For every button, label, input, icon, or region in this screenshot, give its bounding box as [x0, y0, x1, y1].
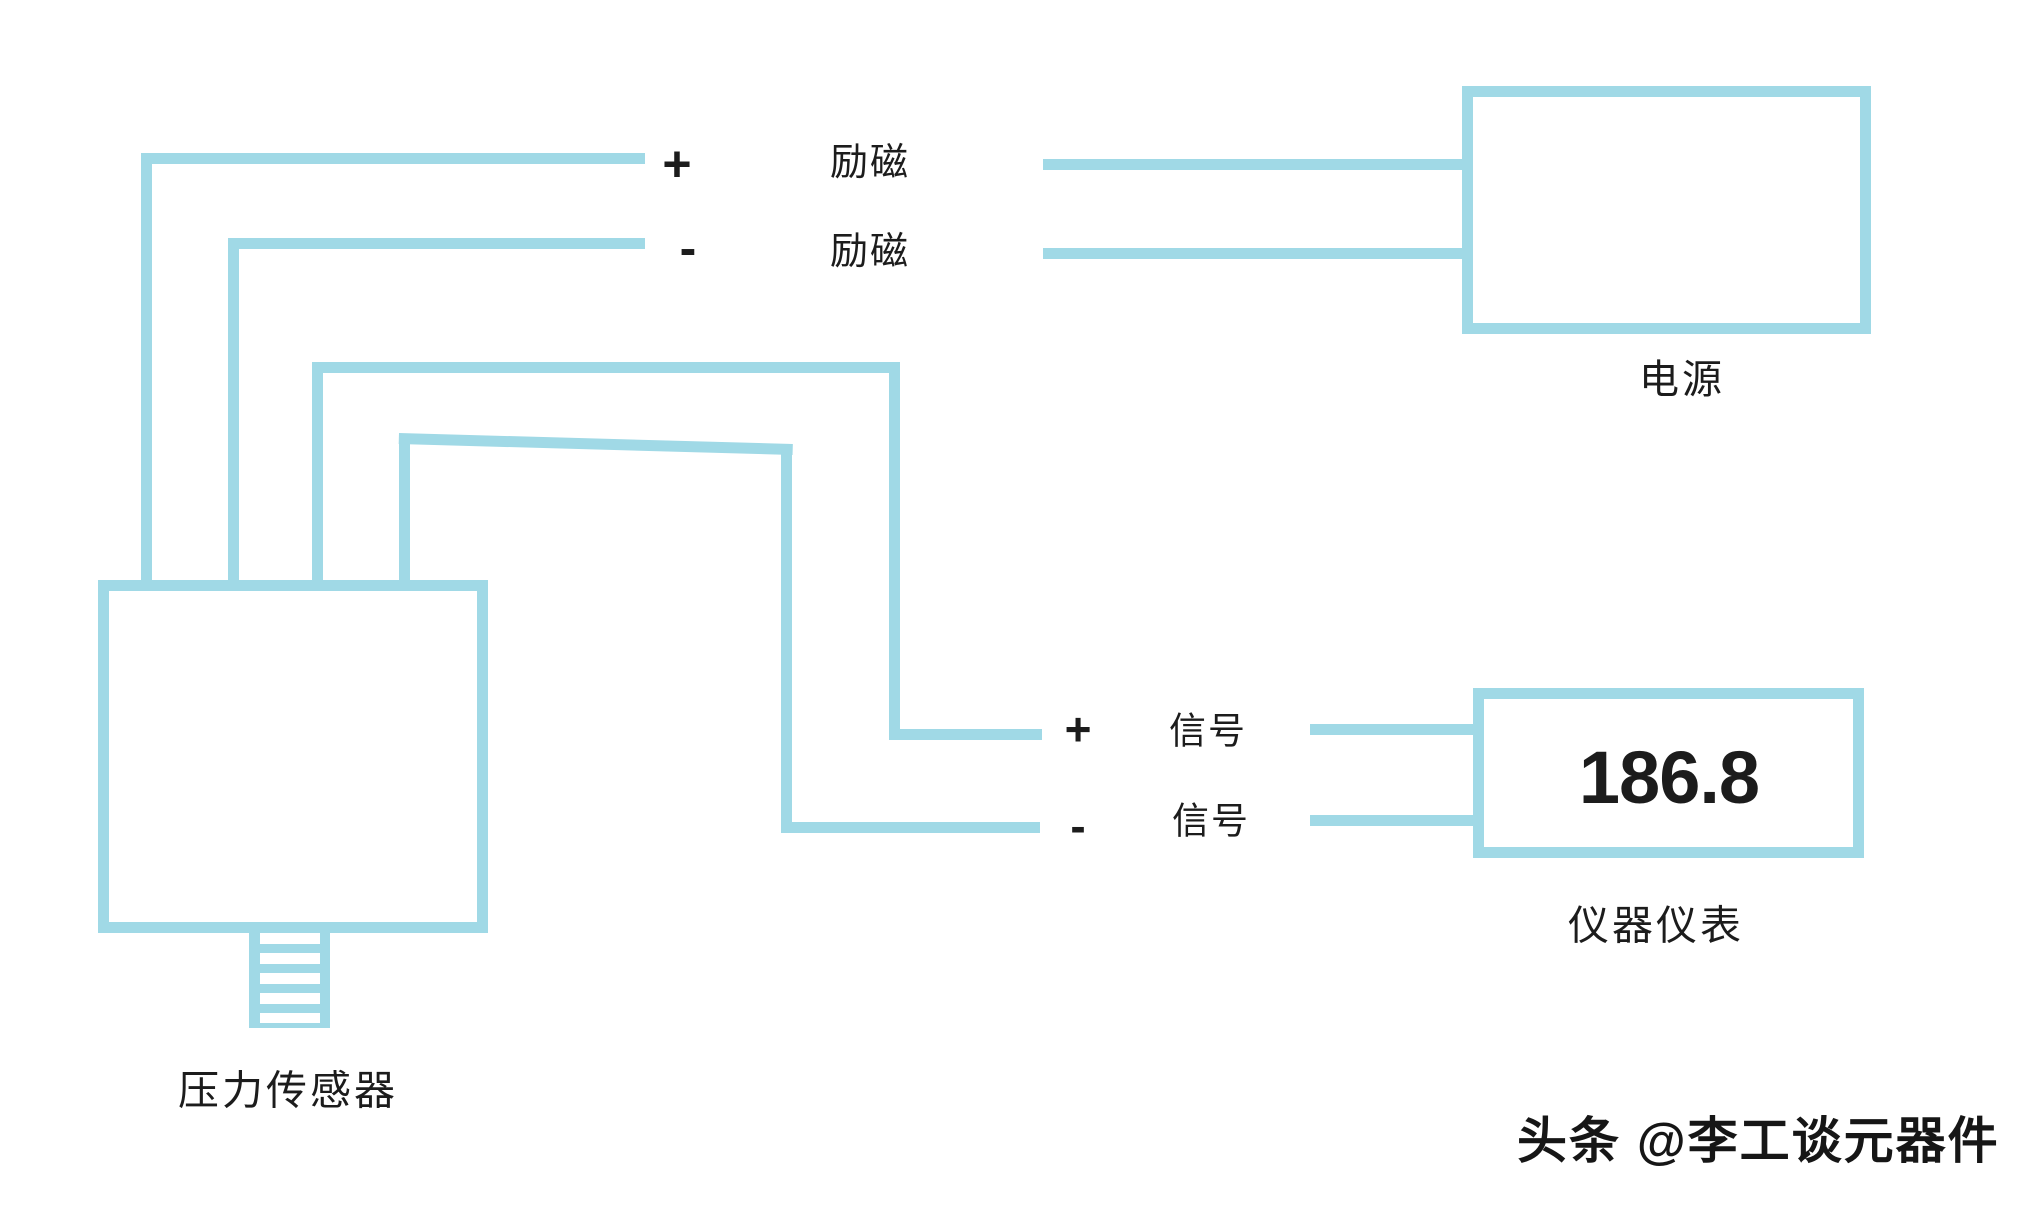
wire-signal-plus-vertical-down [889, 362, 900, 740]
wire-signal-plus-horizontal-bottom [889, 729, 1042, 740]
meter-box [1473, 688, 1864, 858]
wire-excitation-plus-vertical [141, 153, 152, 580]
meter-label: 仪器仪表 [1568, 902, 1744, 949]
wire-excitation-minus-to-power [1043, 248, 1462, 259]
wire-signal-plus-horizontal-top [312, 362, 900, 373]
signal-minus-label: 信号 [1172, 800, 1250, 842]
excitation-plus-label: 励磁 [829, 142, 911, 184]
thread-grooves [260, 933, 320, 1023]
wire-excitation-minus-vertical [228, 238, 239, 580]
signal-plus-label: 信号 [1169, 710, 1247, 752]
watermark: 头条 @李工谈元器件 [1517, 1113, 2000, 1169]
power-supply-box [1462, 86, 1871, 334]
excitation-minus-sign: - [679, 220, 697, 276]
signal-minus-sign: - [1070, 800, 1086, 852]
wire-excitation-minus-horizontal [228, 238, 645, 249]
wire-signal-minus-vertical-down [781, 444, 792, 833]
wire-signal-minus-to-meter [1310, 815, 1473, 826]
wire-excitation-plus-horizontal [141, 153, 645, 164]
wire-signal-minus-vertical-from-sensor [399, 438, 410, 580]
signal-plus-sign: + [1064, 703, 1092, 755]
wire-signal-plus-vertical-from-sensor [312, 362, 323, 580]
wire-signal-minus-horizontal-bottom [781, 822, 1040, 833]
pressure-sensor-box [98, 580, 488, 933]
wire-signal-plus-to-meter [1310, 724, 1473, 735]
excitation-minus-label: 励磁 [829, 231, 911, 273]
pressure-sensor-label: 压力传感器 [178, 1067, 398, 1114]
pressure-port-threads [249, 932, 330, 1028]
excitation-plus-sign: + [662, 136, 692, 192]
wire-signal-minus-horizontal-slanted [398, 433, 793, 455]
wire-excitation-plus-to-power [1043, 159, 1462, 170]
power-supply-label: 电源 [1639, 358, 1725, 402]
meter-reading: 186.8 [1578, 736, 1760, 819]
